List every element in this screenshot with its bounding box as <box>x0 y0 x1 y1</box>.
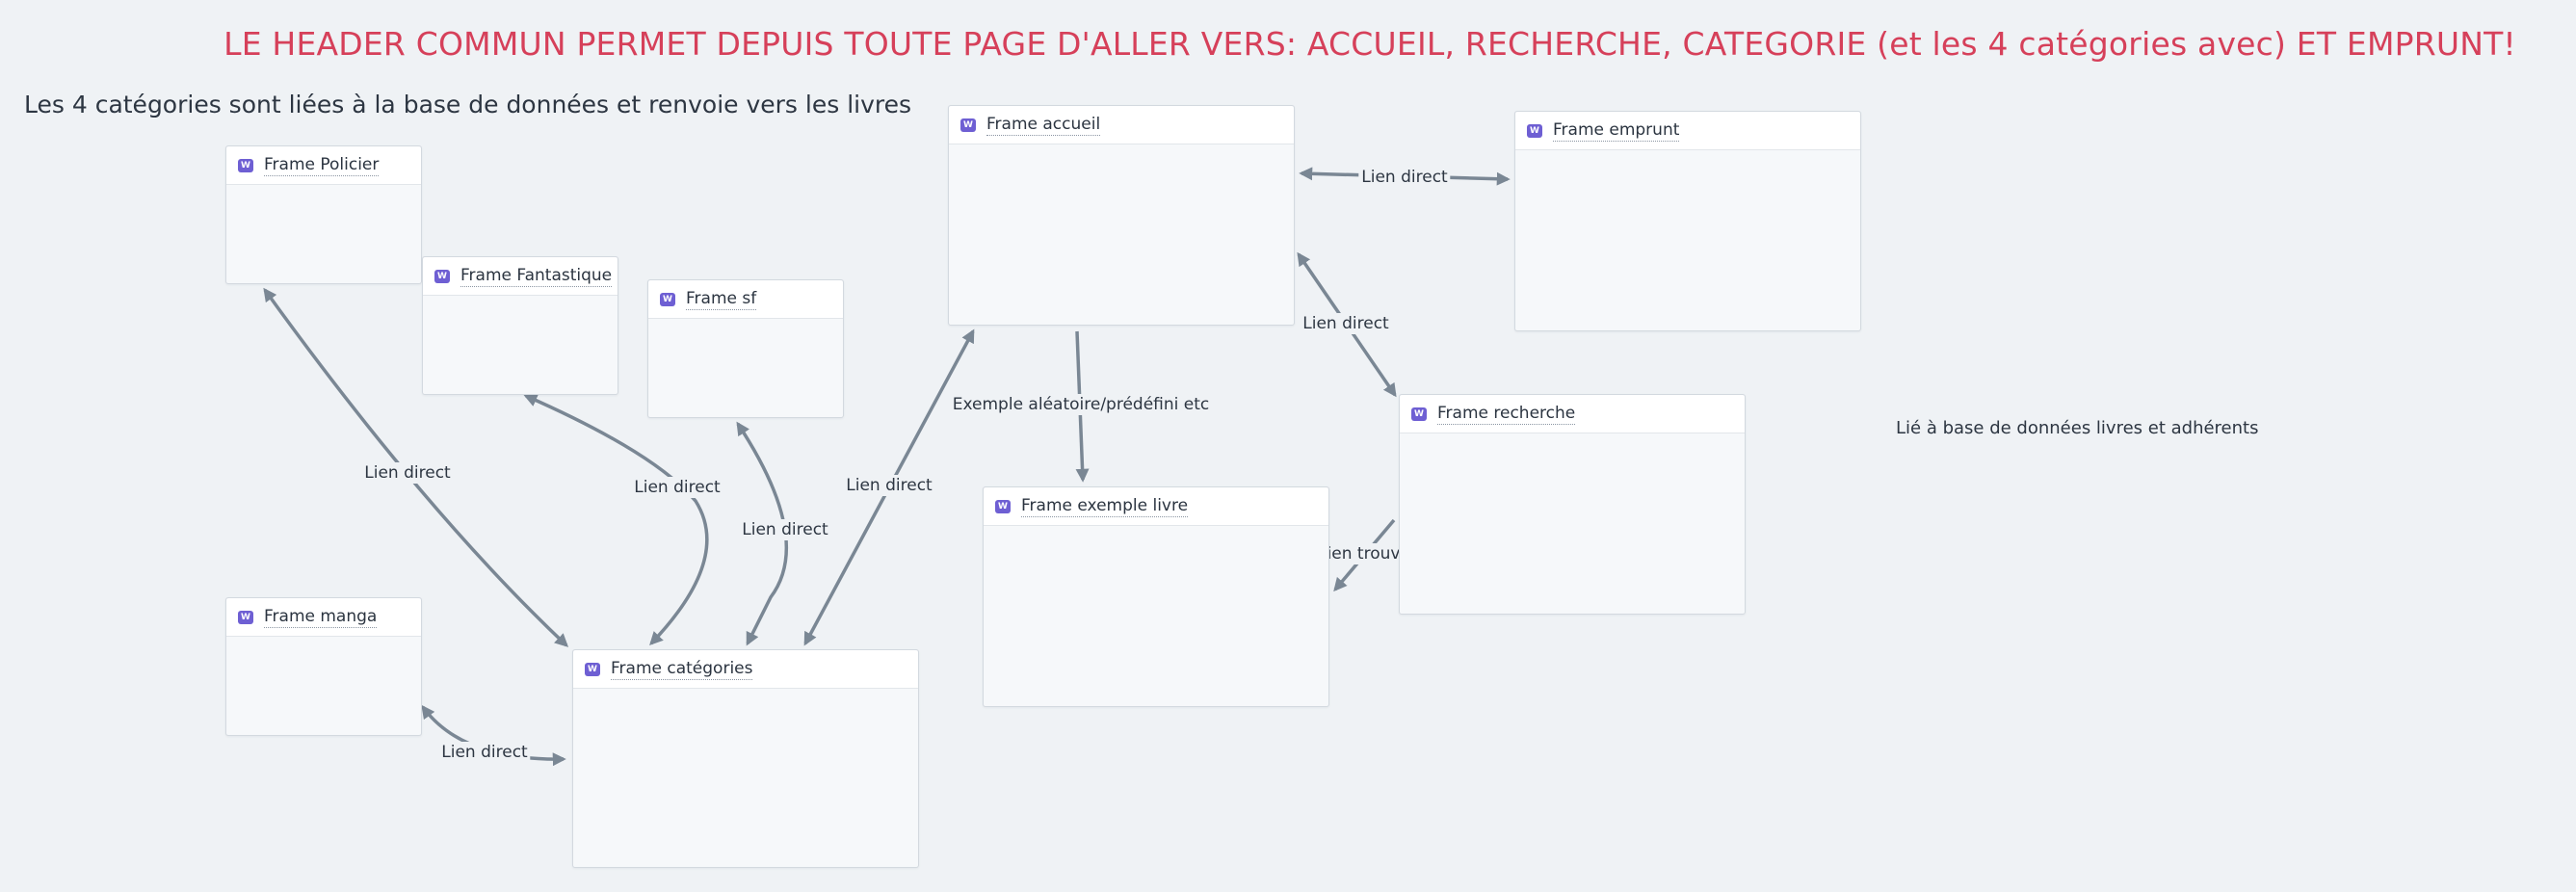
frame-header: W Frame recherche <box>1400 395 1745 433</box>
w-badge-icon: W <box>1411 407 1427 421</box>
w-badge-icon: W <box>434 269 450 283</box>
frame-policier[interactable]: W Frame Policier <box>225 145 422 284</box>
frame-title: Frame Fantastique <box>460 265 613 287</box>
w-badge-icon: W <box>660 292 675 306</box>
frame-title: Frame accueil <box>986 114 1101 136</box>
frame-manga[interactable]: W Frame manga <box>225 597 422 736</box>
w-badge-icon: W <box>585 662 600 676</box>
frame-header: W Frame catégories <box>573 650 918 689</box>
frame-header: W Frame Policier <box>226 146 421 185</box>
edge-fantastique-categories <box>523 394 709 646</box>
w-badge-icon: W <box>960 118 976 132</box>
frame-header: W Frame emprunt <box>1515 112 1860 150</box>
frame-header: W Frame accueil <box>949 106 1294 144</box>
frame-title: Frame catégories <box>611 658 753 680</box>
frame-emprunt[interactable]: W Frame emprunt <box>1514 111 1861 331</box>
edge-label-fantastique: Lien direct <box>631 477 723 498</box>
frame-header: W Frame manga <box>226 598 421 637</box>
frame-header: W Frame Fantastique <box>423 257 618 296</box>
w-badge-icon: W <box>238 158 253 172</box>
database-note: Lié à base de données livres et adhérent… <box>1896 418 2259 438</box>
frame-title: Frame recherche <box>1437 403 1576 425</box>
frame-fantastique[interactable]: W Frame Fantastique <box>422 256 618 395</box>
frame-exemple-livre[interactable]: W Frame exemple livre <box>983 486 1329 707</box>
edge-label-accueil-categories: Lien direct <box>843 475 935 496</box>
edge-label-manga: Lien direct <box>438 742 531 763</box>
header-note: LE HEADER COMMUN PERMET DEPUIS TOUTE PAG… <box>223 25 2516 63</box>
edge-label-trouve: Lien trouvé <box>1315 543 1413 564</box>
frame-title: Frame sf <box>686 288 757 310</box>
frame-recherche[interactable]: W Frame recherche <box>1399 394 1746 615</box>
frame-sf[interactable]: W Frame sf <box>647 279 844 418</box>
frame-header: W Frame exemple livre <box>984 487 1328 526</box>
w-badge-icon: W <box>238 610 253 624</box>
edge-label-sf: Lien direct <box>739 519 831 540</box>
frame-title: Frame manga <box>264 606 378 628</box>
categories-note: Les 4 catégories sont liées à la base de… <box>24 91 912 118</box>
frame-title: Frame emprunt <box>1553 119 1680 142</box>
frame-accueil[interactable]: W Frame accueil <box>948 105 1295 326</box>
frame-title: Frame Policier <box>264 154 380 176</box>
edge-label-recherche: Lien direct <box>1300 313 1392 334</box>
edge-label-emprunt: Lien direct <box>1358 167 1451 188</box>
frame-categories[interactable]: W Frame catégories <box>572 649 919 868</box>
frame-header: W Frame sf <box>648 280 843 319</box>
edge-label-policier: Lien direct <box>361 462 454 484</box>
frame-title: Frame exemple livre <box>1021 495 1189 517</box>
edge-label-exemple: Exemple aléatoire/prédéfini etc <box>949 394 1213 415</box>
w-badge-icon: W <box>1527 123 1542 138</box>
w-badge-icon: W <box>995 499 1011 513</box>
